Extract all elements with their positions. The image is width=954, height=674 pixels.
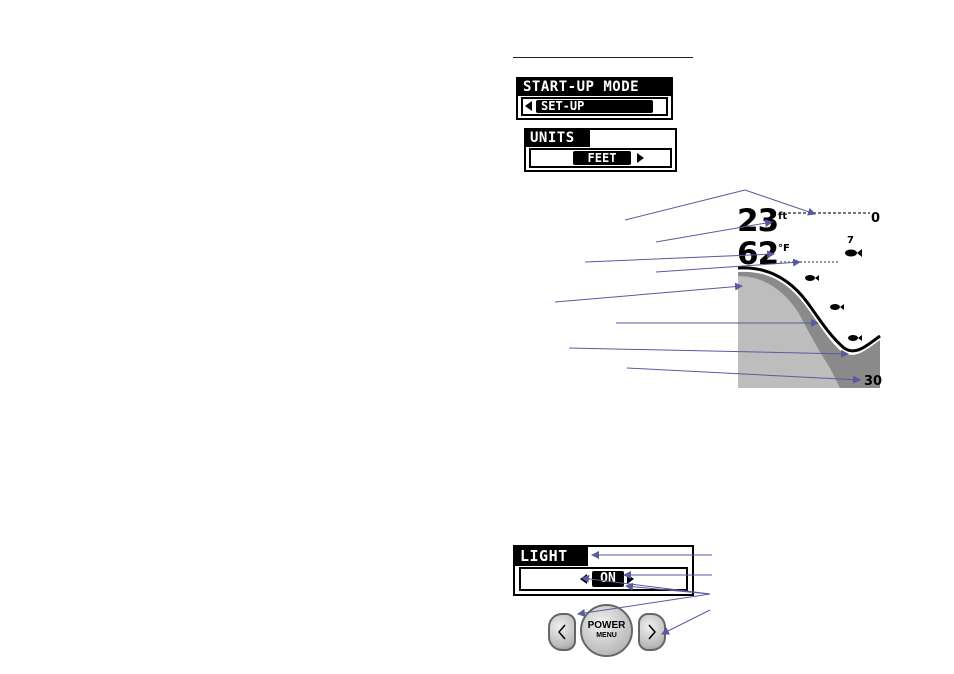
light-menu[interactable]: LIGHT ON bbox=[513, 545, 694, 596]
chevron-left-icon bbox=[558, 624, 566, 640]
light-value: ON bbox=[592, 571, 624, 587]
callout-line bbox=[655, 258, 801, 273]
fish-icon bbox=[805, 275, 819, 281]
callout-line bbox=[661, 609, 711, 635]
callout-line bbox=[577, 593, 711, 617]
fish-icon bbox=[830, 304, 844, 310]
callout-line bbox=[626, 367, 861, 384]
callout-line bbox=[554, 282, 743, 303]
bottom-contour-line bbox=[737, 266, 881, 353]
light-selector[interactable]: ON bbox=[519, 567, 688, 591]
fish-icon bbox=[848, 335, 862, 341]
callout-line bbox=[624, 189, 746, 221]
light-title: LIGHT bbox=[515, 547, 588, 566]
fish-icon bbox=[845, 249, 862, 257]
callout-line bbox=[584, 250, 775, 263]
fish-depth-label: 7 bbox=[847, 235, 854, 246]
units-menu[interactable]: UNITS FEET bbox=[524, 128, 677, 172]
temperature-unit: °F bbox=[778, 243, 790, 254]
units-title: UNITS bbox=[526, 130, 590, 147]
units-selector[interactable]: FEET bbox=[529, 148, 672, 168]
left-arrow-button[interactable] bbox=[548, 613, 576, 651]
callout-line bbox=[655, 219, 773, 243]
callout-line bbox=[568, 347, 849, 358]
menu-label: MENU bbox=[596, 632, 617, 639]
left-arrow-icon[interactable] bbox=[525, 101, 532, 111]
bottom-depth-scale: 30 bbox=[864, 374, 883, 389]
depth-unit: ft bbox=[778, 211, 788, 222]
units-value: FEET bbox=[573, 151, 631, 165]
power-label: POWER bbox=[587, 620, 626, 631]
right-arrow-icon[interactable] bbox=[627, 574, 634, 584]
startup-mode-title: START-UP MODE bbox=[518, 79, 671, 96]
top-depth-scale: 0 bbox=[871, 211, 881, 226]
chevron-right-icon bbox=[648, 624, 656, 640]
startup-mode-menu[interactable]: START-UP MODE SET-UP bbox=[516, 77, 673, 120]
right-arrow-icon[interactable] bbox=[637, 153, 644, 163]
callout-line bbox=[581, 574, 711, 595]
callout-line bbox=[744, 189, 816, 216]
startup-mode-value: SET-UP bbox=[536, 100, 653, 113]
bottom-texture bbox=[738, 276, 840, 388]
section-underline bbox=[513, 57, 693, 58]
startup-mode-selector[interactable]: SET-UP bbox=[521, 97, 668, 116]
